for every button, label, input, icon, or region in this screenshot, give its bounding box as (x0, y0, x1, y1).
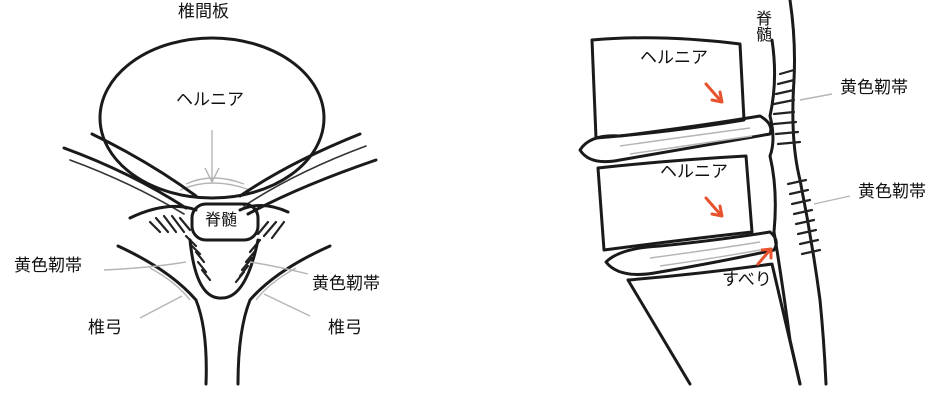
label-ligament-right: 黄色靭帯 (312, 274, 380, 294)
slip-arrow (756, 247, 773, 266)
label-hernia-bottom: ヘルニア (660, 162, 728, 182)
right-outer-curve-2 (243, 145, 367, 207)
left-outer-curve-1 (62, 146, 188, 210)
label-hernia-axial: ヘルニア (176, 90, 244, 110)
posterior-canal-line (768, 38, 802, 386)
label-slip: すべり (722, 270, 772, 290)
label-spinal-cord-axial: 脊髄 (205, 210, 238, 229)
leader-lamina-right (263, 293, 311, 317)
leader-lamina-left (139, 295, 183, 319)
label-lamina-left: 椎弓 (88, 318, 122, 338)
label-ligament-bottom: 黄色靭帯 (858, 182, 926, 202)
leader-ligament-left (103, 261, 187, 271)
label-ligament-left: 黄色靭帯 (14, 256, 82, 276)
right-outer-curve-3 (246, 158, 378, 216)
lamina-left-shading (149, 267, 191, 301)
label-hernia-top: ヘルニア (640, 48, 708, 68)
lower-disc-shading (649, 241, 761, 267)
label-intervertebral-disc: 椎間板 (178, 2, 229, 22)
axial-view-drawing (62, 36, 378, 386)
posterior-wall-line (788, 0, 828, 386)
hernia-arrow-bottom (704, 196, 724, 218)
leader-ligament-right (249, 261, 309, 275)
leader-ligament-bottom (813, 195, 851, 205)
sagittal-view-drawing (578, 0, 851, 386)
label-lamina-right: 椎弓 (328, 318, 362, 338)
lamina-right (236, 244, 332, 386)
middle-vertebral-body (596, 154, 754, 252)
upper-ligament-hatching (772, 68, 802, 146)
label-spinal-cord-sagittal: 脊髄 (753, 10, 772, 42)
lamina-right-shading (255, 267, 297, 301)
right-ligament-hatching (234, 220, 286, 284)
intervertebral-disc (98, 36, 326, 200)
leader-ligament-top (799, 93, 833, 101)
lower-vertebral-body (626, 262, 802, 386)
upper-disc (578, 114, 773, 164)
spinal-cord-outline (190, 202, 260, 242)
lamina-left (116, 244, 208, 386)
right-outer-curve-1 (238, 132, 362, 198)
hernia-arrow-top (704, 82, 724, 104)
label-ligament-top: 黄色靭帯 (840, 78, 908, 98)
spinal-canal-wall (128, 204, 290, 220)
hernia-shading (179, 130, 251, 191)
lamina-inner-u (188, 238, 260, 300)
left-outer-curve-3 (90, 132, 198, 198)
left-ligament-hatching (148, 214, 212, 282)
lower-ligament-hatching (786, 178, 822, 256)
upper-disc-shading (619, 127, 753, 155)
